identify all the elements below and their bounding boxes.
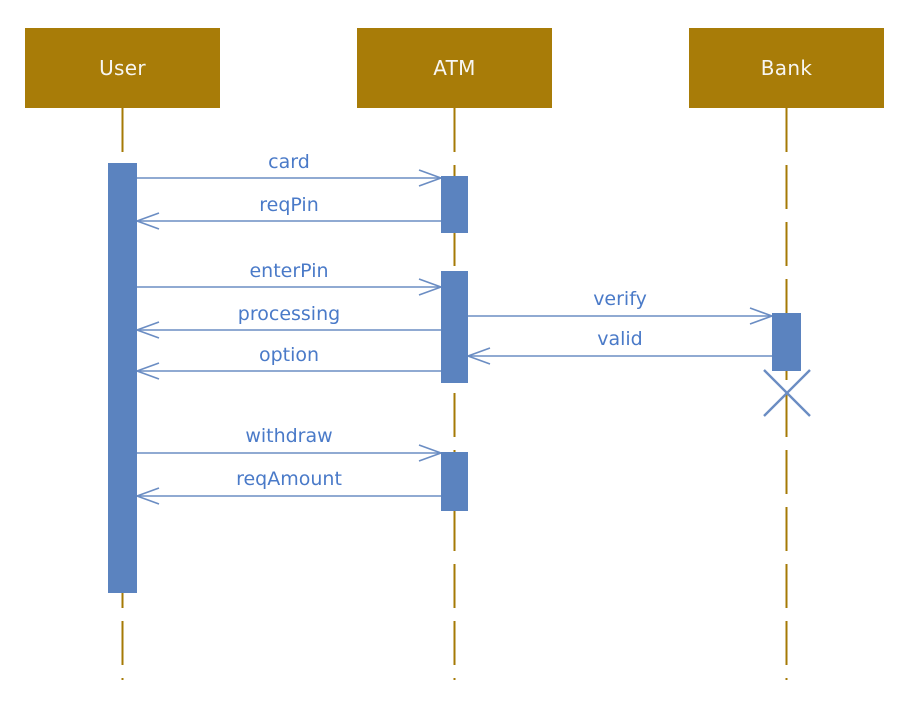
actor-label-atm: ATM <box>433 56 476 80</box>
actor-box-user: User <box>25 28 220 108</box>
message-label-valid: valid <box>597 328 643 350</box>
actor-label-bank: Bank <box>760 56 813 80</box>
message-arrow-verify <box>468 307 775 325</box>
message-label-reqpin: reqPin <box>259 194 319 216</box>
message-label-option: option <box>258 344 320 366</box>
message-arrow-reqamount <box>134 487 441 505</box>
activation-bar-atm-1 <box>441 176 468 233</box>
activation-bar-atm-3 <box>441 452 468 511</box>
activation-bar-atm-2 <box>441 271 468 383</box>
destruction-x-icon <box>763 369 811 417</box>
message-arrow-processing <box>134 321 441 339</box>
message-label-card: card <box>268 151 310 173</box>
activation-bar-user <box>108 163 137 593</box>
actor-box-bank: Bank <box>689 28 884 108</box>
message-label-verify: verify <box>593 288 647 310</box>
message-arrow-option <box>134 362 441 380</box>
message-arrow-reqpin <box>134 212 441 230</box>
message-label-reqamount: reqAmount <box>236 468 342 490</box>
message-arrow-withdraw <box>137 444 444 462</box>
message-label-processing: processing <box>237 303 341 325</box>
message-label-withdraw: withdraw <box>245 425 333 447</box>
message-arrow-valid <box>465 347 772 365</box>
message-label-enterpin: enterPin <box>249 260 329 282</box>
actor-box-atm: ATM <box>357 28 552 108</box>
activation-bar-bank <box>772 313 801 371</box>
actor-label-user: User <box>99 56 146 80</box>
